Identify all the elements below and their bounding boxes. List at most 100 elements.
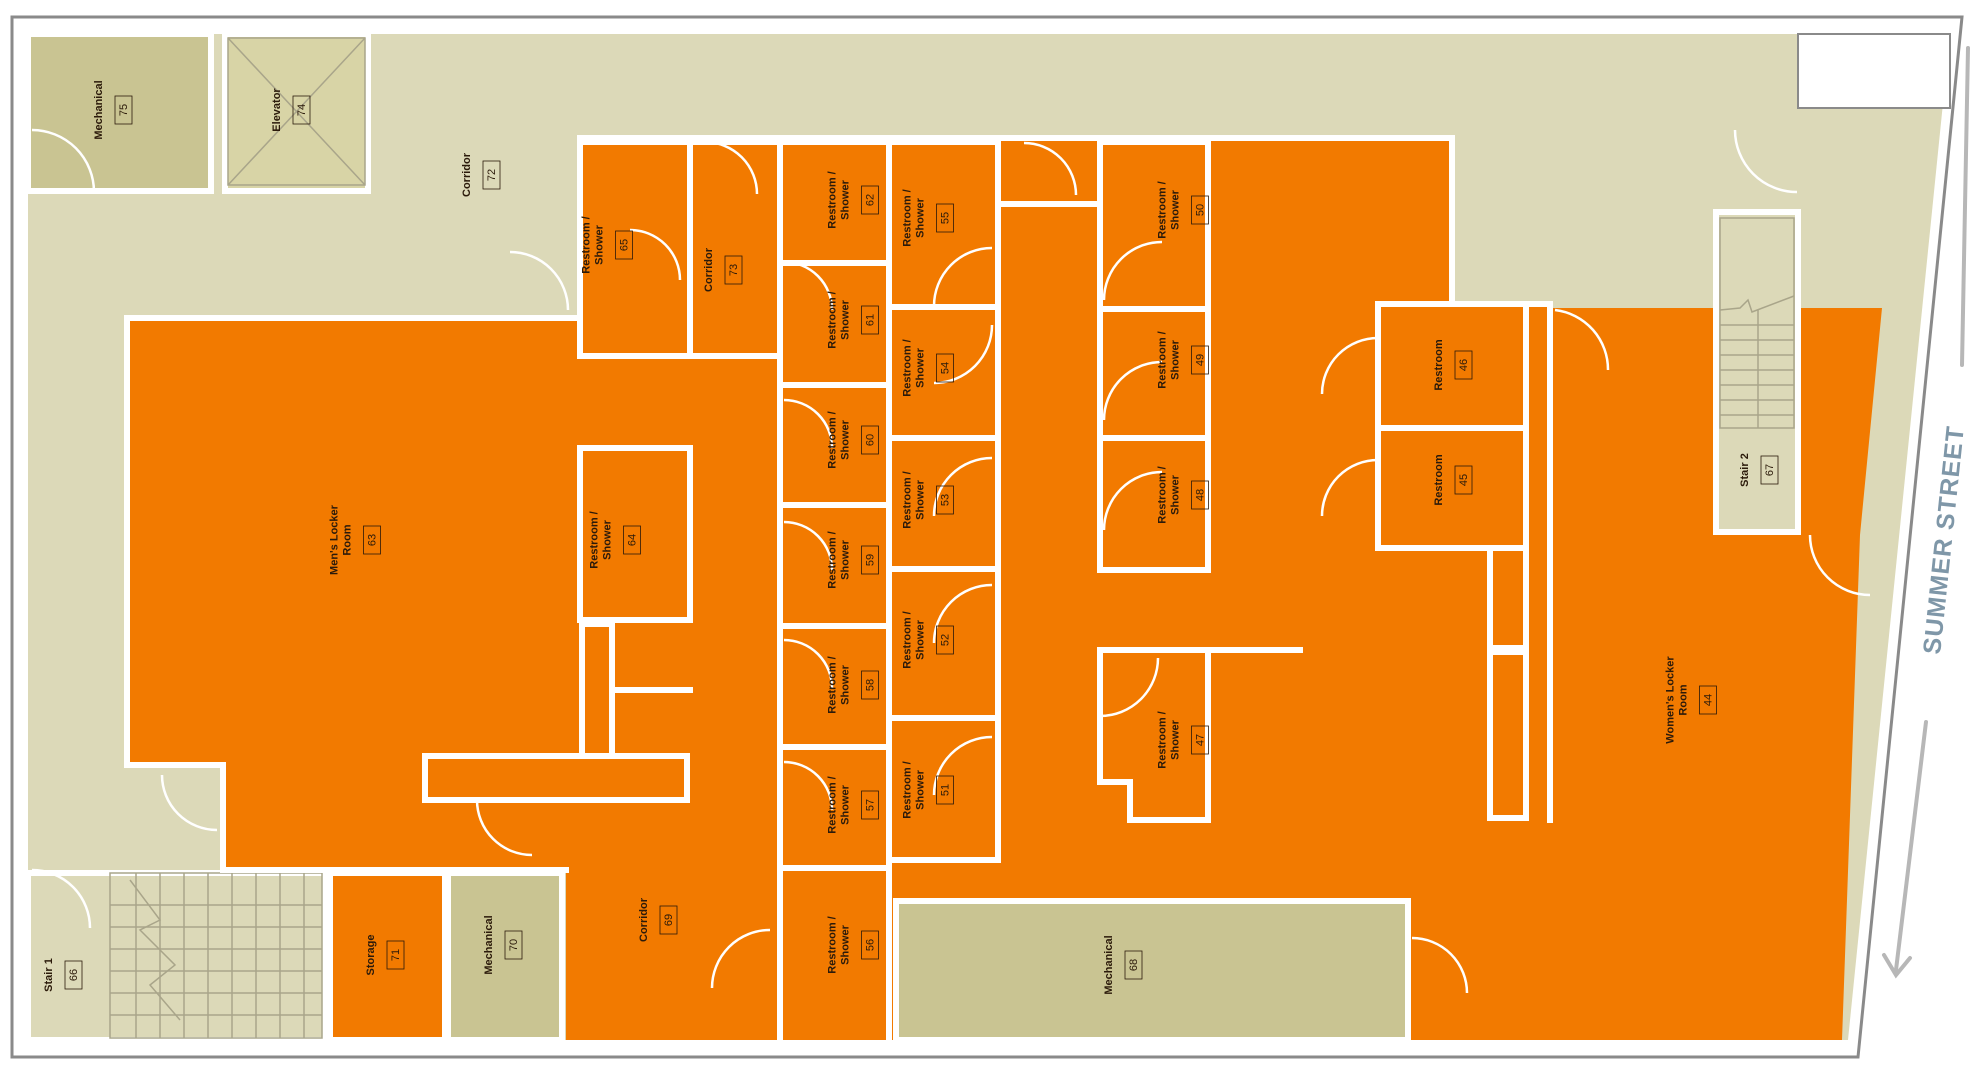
room-name: Shower <box>594 224 606 264</box>
room-name: Elevator <box>271 88 283 132</box>
room-number: 67 <box>1764 464 1776 476</box>
room-label: Stair 2 67 <box>1739 453 1779 487</box>
room-number-box <box>936 203 954 233</box>
room-name: Restroom <box>1433 339 1445 391</box>
room-name: Restroom / <box>581 216 593 273</box>
room-name: Shower <box>602 519 614 559</box>
room-number: 70 <box>508 939 520 951</box>
top-right-notch <box>1797 33 1951 109</box>
room-number: 63 <box>367 534 379 546</box>
room-number-box <box>1191 725 1209 755</box>
room-name: Restroom / <box>827 916 839 973</box>
stair-2 <box>1713 209 1801 535</box>
room-number: 66 <box>68 969 80 981</box>
room-name: Restroom / <box>827 291 839 348</box>
room-name: Stair 2 <box>1739 453 1751 487</box>
room-name: Restroom / <box>1157 331 1169 388</box>
room-name: Restroom / <box>902 471 914 528</box>
room-label: Restroom /Shower 49 <box>1157 331 1209 389</box>
room-number: 72 <box>486 169 498 181</box>
room-number: 48 <box>1195 489 1207 501</box>
room-name: Shower <box>840 784 852 824</box>
room-name: Shower <box>840 539 852 579</box>
room-number-box <box>861 185 879 215</box>
room-number-box <box>363 525 381 555</box>
room-name: Restroom / <box>1157 466 1169 523</box>
room-number-box <box>1191 480 1209 510</box>
room-number: 53 <box>940 494 952 506</box>
room-name: Restroom / <box>1157 181 1169 238</box>
room-number: 55 <box>940 212 952 224</box>
room-number: 75 <box>118 104 130 116</box>
room-number: 69 <box>663 914 675 926</box>
room-name: Shower <box>840 179 852 219</box>
room-number-box <box>292 95 311 125</box>
storage-room <box>327 870 448 1043</box>
room-number: 46 <box>1458 359 1470 371</box>
room-name: Shower <box>1170 339 1182 379</box>
room-number-box <box>659 905 678 935</box>
door-swings <box>31 128 1871 994</box>
room-label: Restroom /Shower 57 <box>827 776 879 834</box>
room-number-box <box>936 353 954 383</box>
room-number-box <box>64 960 83 990</box>
room-number: 47 <box>1195 734 1207 746</box>
room-name: Shower <box>915 619 927 659</box>
walls <box>25 135 1553 1043</box>
room-number-box <box>936 775 954 805</box>
room-number-box <box>861 790 879 820</box>
room-name: Shower <box>1170 474 1182 514</box>
room-name: Restroom / <box>902 189 914 246</box>
room-label: Elevator 74 <box>271 88 311 132</box>
room-number: 56 <box>865 939 877 951</box>
room-name: Stair 1 <box>43 958 55 992</box>
room-number-box <box>861 305 879 335</box>
street-arrow <box>1882 46 1970 979</box>
room-number-box <box>861 425 879 455</box>
room-name: Mechanical <box>1103 935 1115 994</box>
room-number: 57 <box>865 799 877 811</box>
room-number-box <box>114 95 133 125</box>
room-number: 52 <box>940 634 952 646</box>
room-number: 68 <box>1128 959 1140 971</box>
room-name: Restroom <box>1433 454 1445 506</box>
room-name: Shower <box>1170 719 1182 759</box>
room-number-box <box>386 940 405 970</box>
room-number-box <box>861 545 879 575</box>
room-number-box <box>504 930 523 960</box>
room-number-box <box>936 625 954 655</box>
room-number: 74 <box>296 104 308 116</box>
room-name: Shower <box>915 197 927 237</box>
room-name: Mechanical <box>93 80 105 139</box>
room-number-box <box>1760 455 1779 485</box>
room-name: Restroom / <box>827 531 839 588</box>
room-name: Restroom / <box>902 339 914 396</box>
room-label: Mechanical 75 <box>93 80 133 140</box>
room-name: Restroom / <box>589 511 601 568</box>
room-number-box <box>623 525 641 555</box>
room-name: Shower <box>840 419 852 459</box>
room-name: Shower <box>840 924 852 964</box>
room-name: Shower <box>840 664 852 704</box>
room-label: Stair 1 66 <box>43 958 83 992</box>
room-number: 71 <box>390 949 402 961</box>
room-number: 49 <box>1195 354 1207 366</box>
room-name: Restroom / <box>902 611 914 668</box>
room-name: Restroom / <box>827 656 839 713</box>
room-name: Corridor <box>461 152 473 197</box>
room-number: 50 <box>1195 204 1207 216</box>
room-name: Restroom / <box>827 776 839 833</box>
room-number-box <box>1454 350 1473 380</box>
